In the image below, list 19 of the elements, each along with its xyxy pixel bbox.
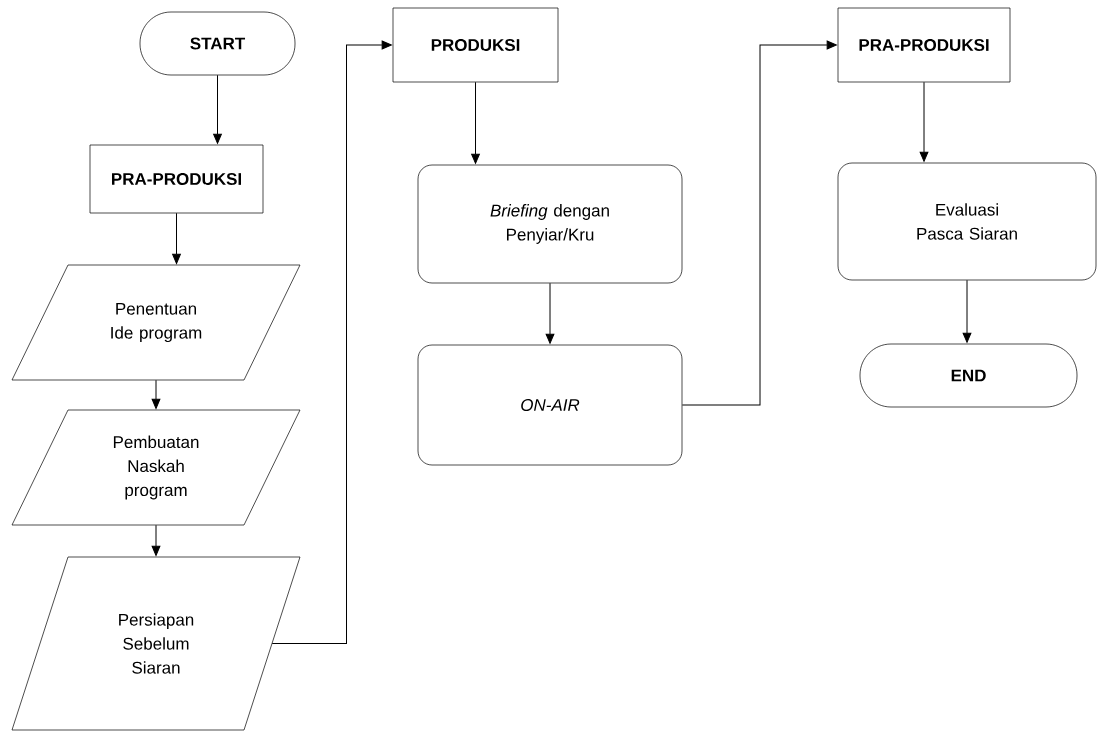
arrow <box>271 40 392 644</box>
data-parallelogram: Pembuatan Naskah program <box>11 409 301 526</box>
arrow <box>681 40 837 406</box>
arrow <box>213 74 222 144</box>
process-box: PRA-PRODUKSI <box>837 7 1011 83</box>
arrow <box>151 524 161 556</box>
data-parallelogram: Penentuan Ide program <box>11 264 301 381</box>
arrow <box>545 282 555 344</box>
arrow <box>962 279 972 343</box>
rounded-box: Briefing dengan Penyiar/Kru <box>417 164 683 284</box>
arrow <box>172 212 181 264</box>
arrow <box>151 379 161 409</box>
rounded-box: ON-AIR <box>417 344 683 466</box>
rounded-box: Evaluasi Pasca Siaran <box>837 162 1097 281</box>
arrow <box>919 81 929 162</box>
arrow <box>471 81 480 164</box>
process-box: PRODUKSI <box>392 7 559 83</box>
data-parallelogram: Persiapan Sebelum Siaran <box>11 556 301 731</box>
process-box: PRA-PRODUKSI <box>89 144 264 214</box>
